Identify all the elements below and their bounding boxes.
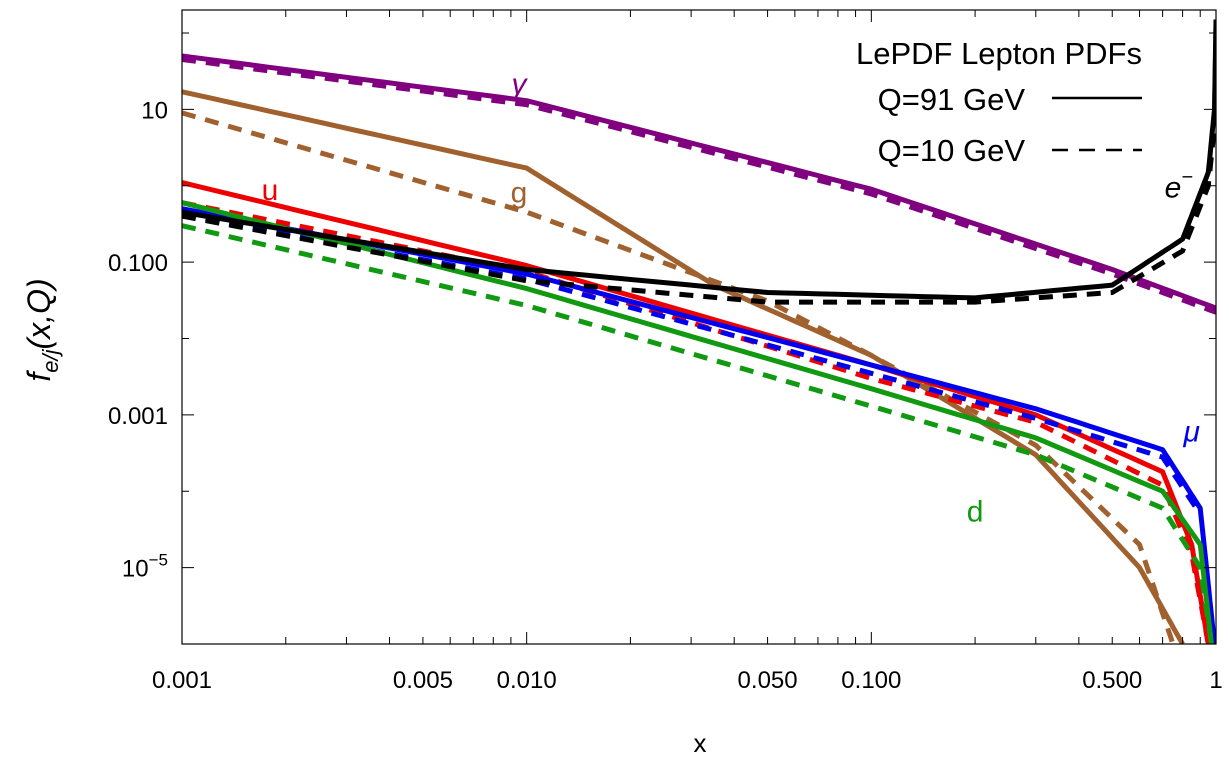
curve-label: μ [1182,415,1199,448]
series-line-0-solid [182,53,1216,311]
tick-labels-layer: 0.001 0.005 0.010 0.050 0.100 0.500 1 10 0.100 0.… [108,97,1223,694]
y-axis-label-args: (x,Q) [21,278,57,349]
x-tick-label: 1 [1209,667,1222,694]
x-tick-label: 0.500 [1082,667,1142,694]
y-tick-label: 0.001 [108,403,168,430]
series-line-1-dashed [182,57,1216,315]
y-tick-label: 10 [141,97,168,124]
y-tick-label: 0.100 [108,250,168,277]
series-line-4-solid [182,180,1211,644]
ticks-layer [181,10,1216,645]
series-line-8-solid [182,200,1214,644]
y-axis-label-sub: e/j [38,348,63,372]
x-tick-label: 0.100 [841,667,901,694]
curve-label: e− [1165,167,1193,205]
curve-labels-layer: γ g u e− μ d [262,68,1200,529]
curve-label: γ [511,68,528,101]
series-line-9-dashed [182,223,1214,644]
curve-label: g [511,177,528,210]
series-layer [182,19,1216,644]
series-line-2-solid [182,89,1185,644]
x-axis-label: x [694,728,707,758]
x-tick-label: 0.005 [393,667,453,694]
series-line-3-dashed [182,110,1176,644]
y-axis-label: fe/j(x,Q) [21,278,63,381]
x-tick-label: 0.010 [497,667,557,694]
series-line-10-solid [182,19,1216,301]
plot-frame [181,9,1217,645]
legend-label-q91: Q=91 GeV [878,82,1026,117]
legend: Q=91 GeV Q=10 GeV [878,82,1142,168]
series-line-11-dashed [182,126,1216,305]
curve-label: u [262,174,279,207]
legend-label-q10: Q=10 GeV [878,133,1026,168]
y-tick-label: 10−5 [122,551,168,583]
curve-label: d [967,496,984,529]
series-line-6-solid [182,206,1216,644]
chart-title: LePDF Lepton PDFs [856,36,1142,71]
x-tick-label: 0.050 [738,667,798,694]
x-tick-label: 0.001 [152,667,212,694]
